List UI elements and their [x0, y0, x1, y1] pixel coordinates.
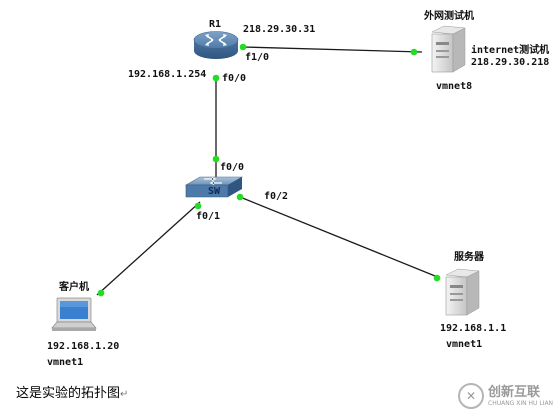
- server-name-label: 服务器: [454, 252, 484, 263]
- server-icon[interactable]: [445, 268, 480, 316]
- laptop-icon[interactable]: [51, 297, 97, 331]
- server-vmnet-label: vmnet1: [446, 339, 483, 350]
- link-router-internet: [242, 46, 423, 53]
- port-r1-f1-0: [239, 43, 247, 51]
- if-switch-f0-2-label: f0/2: [264, 191, 289, 202]
- port-sw-f0-2: [236, 193, 244, 201]
- client-name-label: 客户机: [59, 282, 89, 293]
- client-ip-label: 192.168.1.20: [47, 341, 120, 352]
- diagram-caption: 这是实验的拓扑图↵: [16, 382, 128, 401]
- internet-host-name-label: 外网测试机: [424, 11, 474, 22]
- watermark-subtext: CHUANG XIN HU LIAN: [488, 399, 554, 407]
- switch-name-label: SW: [208, 186, 221, 197]
- internet-host-label-line2: 218.29.30.218: [471, 57, 550, 68]
- link-switch-client: [96, 201, 201, 296]
- logo-icon: ✕: [458, 383, 484, 409]
- router-name-label: R1: [209, 19, 222, 30]
- link-lines: [96, 46, 441, 296]
- internet-host-label-line1: internet测试机: [471, 45, 550, 56]
- client-vmnet-label: vmnet1: [47, 357, 84, 368]
- if-switch-f0-0-label: f0/0: [220, 162, 245, 173]
- port-sw-f0-1: [194, 202, 202, 210]
- link-switch-server: [239, 196, 441, 279]
- port-internet-host: [410, 48, 418, 56]
- watermark-text: 创新互联: [488, 384, 541, 400]
- port-r1-f0-0: [212, 74, 220, 82]
- port-client: [97, 289, 105, 297]
- internet-host-vmnet-label: vmnet8: [436, 81, 473, 92]
- server-ip-label: 192.168.1.1: [440, 323, 507, 334]
- switch-icon[interactable]: [184, 176, 244, 198]
- router-wan-ip-label: 218.29.30.31: [243, 24, 316, 35]
- router-icon[interactable]: [193, 31, 239, 60]
- if-switch-f0-1-label: f0/1: [196, 211, 221, 222]
- if-router-f1-0-label: f1/0: [245, 52, 270, 63]
- watermark: ✕ 创新互联 CHUANG XIN HU LIAN: [458, 380, 558, 412]
- port-markers: [97, 43, 441, 297]
- paragraph-mark-icon: ↵: [120, 389, 129, 400]
- port-server: [433, 274, 441, 282]
- if-router-f0-0-label: f0/0: [222, 73, 247, 84]
- internet-host-server-icon[interactable]: [431, 25, 466, 73]
- watermark-text-block: 创新互联 CHUANG XIN HU LIAN: [488, 384, 554, 407]
- router-lan-ip-label: 192.168.1.254: [128, 69, 207, 80]
- port-sw-f0-0: [212, 155, 220, 163]
- caption-text: 这是实验的拓扑图: [16, 386, 121, 401]
